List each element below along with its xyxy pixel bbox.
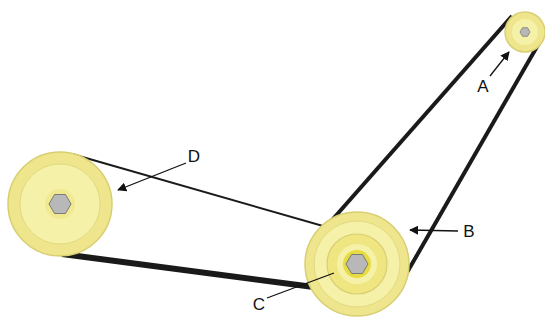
part-label: C — [253, 296, 265, 313]
belt — [405, 38, 542, 276]
pulley — [305, 212, 409, 316]
leader-arrow — [118, 163, 186, 190]
part-label: A — [477, 78, 488, 95]
leader-arrow — [410, 230, 458, 231]
part-label: D — [188, 148, 200, 165]
pulley — [8, 152, 112, 256]
belt — [318, 16, 512, 236]
belt — [72, 154, 358, 236]
part-label: B — [463, 223, 474, 240]
leader-arrow — [490, 52, 509, 76]
pulley — [505, 12, 545, 52]
leader-line — [267, 273, 334, 298]
